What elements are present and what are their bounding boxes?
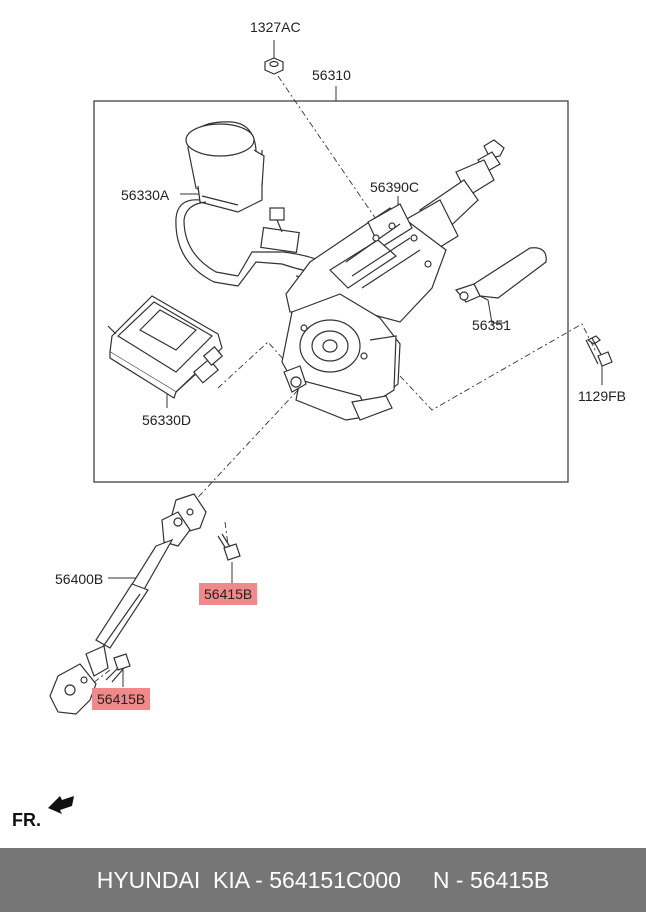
- label-56330a: 56330A: [121, 187, 170, 203]
- nut-1327ac: [264, 57, 284, 75]
- bolt-56415b-upper: [217, 533, 241, 561]
- ecu-56330d: [107, 295, 224, 399]
- label-56415b-upper-highlighted: 56415B: [199, 583, 258, 605]
- label-56415b-lower-highlighted: 56415B: [92, 688, 151, 710]
- footer-text: HYUNDAI KIA - 564151C000 N - 56415B: [96, 866, 550, 893]
- steering-column-main: [281, 139, 547, 421]
- label-56390c: 56390C: [370, 179, 420, 195]
- front-direction-label: FR.: [12, 810, 41, 830]
- wire-harness: [175, 199, 324, 287]
- bolt-1129fb: [585, 335, 613, 367]
- label-1129fb: 1129FB: [578, 388, 626, 404]
- label-56351: 56351: [472, 317, 511, 333]
- label-56330d: 56330D: [142, 412, 192, 428]
- steering-column-diagram: [48, 40, 613, 814]
- assembly-frame: [93, 100, 569, 483]
- front-arrow-icon: [48, 796, 74, 814]
- label-1327ac: 1327AC: [250, 19, 301, 35]
- motor-56330a: [185, 121, 265, 213]
- label-56310: 56310: [312, 67, 351, 83]
- intermediate-shaft-56400b: [49, 493, 207, 715]
- bolt-56415b-lower: [105, 653, 131, 683]
- label-56400b: 56400B: [55, 571, 104, 587]
- part-number-footer: HYUNDAI KIA - 564151C000 N - 56415B: [0, 848, 646, 912]
